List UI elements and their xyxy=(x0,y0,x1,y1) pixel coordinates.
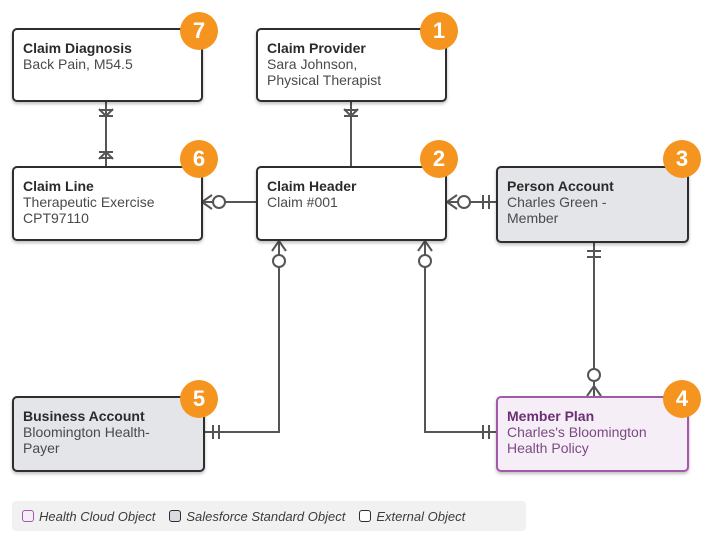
entity-subtitle: Claim #001 xyxy=(267,194,338,210)
standard-swatch-icon xyxy=(169,510,182,522)
legend-label: Salesforce Standard Object xyxy=(186,508,346,524)
legend-item-salesforce-standard: Salesforce Standard Object xyxy=(169,509,345,524)
entity-claim-line[interactable]: Claim Line Therapeutic Exercise CPT97110 xyxy=(12,166,203,241)
health-cloud-swatch-icon xyxy=(22,510,34,522)
entity-claim-header[interactable]: Claim Header Claim #001 xyxy=(256,166,447,241)
external-swatch-icon xyxy=(359,510,372,522)
entity-title: Person Account xyxy=(507,178,614,194)
legend-item-health-cloud: Health Cloud Object xyxy=(22,509,155,524)
entity-title: Claim Header xyxy=(267,178,357,194)
legend-item-external: External Object xyxy=(359,509,465,524)
entity-title: Claim Line xyxy=(23,178,94,194)
step-badge-1: 1 xyxy=(420,12,458,50)
connector-header-business xyxy=(205,241,280,433)
entity-subtitle: Bloomington Health- Payer xyxy=(23,424,150,456)
entity-member-plan[interactable]: Member Plan Charles's Bloomington Health… xyxy=(496,396,689,472)
legend-label: External Object xyxy=(376,508,466,524)
entity-claim-diagnosis[interactable]: Claim Diagnosis Back Pain, M54.5 xyxy=(12,28,203,102)
entity-title: Claim Diagnosis xyxy=(23,40,132,56)
entity-subtitle: Back Pain, M54.5 xyxy=(23,56,133,72)
step-badge-2: 2 xyxy=(420,140,458,178)
step-badge-3: 3 xyxy=(663,140,701,178)
entity-title: Business Account xyxy=(23,408,145,424)
connector-header-memberplan xyxy=(424,241,497,433)
step-badge-7: 7 xyxy=(180,12,218,50)
entity-subtitle: Therapeutic Exercise CPT97110 xyxy=(23,194,155,226)
step-badge-6: 6 xyxy=(180,140,218,178)
entity-title: Member Plan xyxy=(507,408,595,424)
step-badge-5: 5 xyxy=(180,380,218,418)
legend: Health Cloud Object Salesforce Standard … xyxy=(12,501,526,531)
entity-claim-provider[interactable]: Claim Provider Sara Johnson, Physical Th… xyxy=(256,28,447,102)
entity-subtitle: Sara Johnson, Physical Therapist xyxy=(267,56,382,88)
entity-title: Claim Provider xyxy=(267,40,366,56)
entity-subtitle: Charles's Bloomington Health Policy xyxy=(507,424,647,456)
legend-label: Health Cloud Object xyxy=(39,508,156,524)
entity-subtitle: Charles Green - Member xyxy=(507,194,607,226)
step-badge-4: 4 xyxy=(663,380,701,418)
entity-business-account[interactable]: Business Account Bloomington Health- Pay… xyxy=(12,396,205,472)
entity-person-account[interactable]: Person Account Charles Green - Member xyxy=(496,166,689,243)
